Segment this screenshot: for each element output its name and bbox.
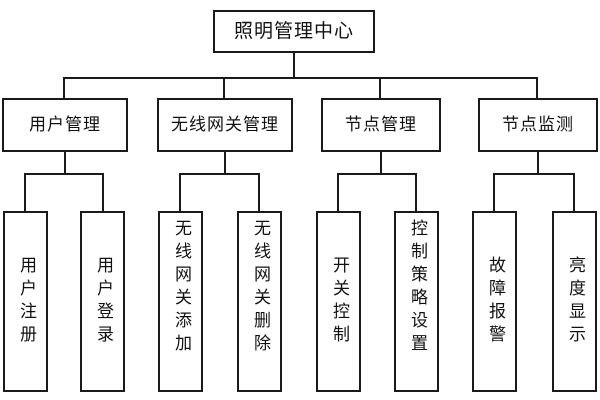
connector-drop-l2-1 <box>223 77 225 99</box>
node-wireless-gateway-delete[interactable]: 无线网关删除 <box>237 211 282 392</box>
connector-bus-group-3 <box>337 173 417 175</box>
node-control-strategy-setting[interactable]: 控制策略设置 <box>394 211 439 392</box>
connector-drop-leaf-0 <box>24 173 26 211</box>
connector-drop-leaf-3 <box>258 173 260 211</box>
connector-drop-leaf-4 <box>337 173 339 211</box>
connector-main-bus <box>63 77 537 79</box>
connector-stem-group-4 <box>537 152 539 175</box>
node-node-management[interactable]: 节点管理 <box>321 98 441 152</box>
node-brightness-display-label: 亮度显示 <box>565 255 585 348</box>
connector-stem-group-1 <box>64 152 66 175</box>
node-fault-alarm-label: 故障报警 <box>485 255 505 348</box>
connector-bus-group-1 <box>24 173 104 175</box>
connector-drop-leaf-7 <box>573 173 575 211</box>
connector-drop-leaf-2 <box>179 173 181 211</box>
node-wireless-gateway-add[interactable]: 无线网关添加 <box>158 211 203 392</box>
connector-drop-l2-0 <box>63 77 65 99</box>
node-switch-control-label: 开关控制 <box>329 255 349 348</box>
connector-stem-group-3 <box>380 152 382 175</box>
node-wireless-gateway-management[interactable]: 无线网关管理 <box>157 98 293 152</box>
node-switch-control[interactable]: 开关控制 <box>316 211 361 392</box>
node-node-monitoring-label: 节点监测 <box>502 114 574 135</box>
node-wireless-gateway-delete-label: 无线网关删除 <box>250 219 270 357</box>
node-user-login-label: 用户登录 <box>93 255 113 348</box>
connector-bus-group-4 <box>493 173 573 175</box>
connector-drop-l2-3 <box>536 77 538 99</box>
node-control-strategy-setting-label: 控制策略设置 <box>407 219 427 357</box>
node-user-login[interactable]: 用户登录 <box>80 211 125 392</box>
node-brightness-display[interactable]: 亮度显示 <box>552 211 597 392</box>
node-user-management[interactable]: 用户管理 <box>2 98 128 152</box>
node-root-label: 照明管理中心 <box>233 20 354 43</box>
node-node-management-label: 节点管理 <box>345 114 417 135</box>
connector-drop-leaf-6 <box>493 173 495 211</box>
node-user-registration-label: 用户注册 <box>16 255 36 348</box>
connector-drop-leaf-5 <box>415 173 417 211</box>
node-wireless-gateway-management-label: 无线网关管理 <box>171 114 279 135</box>
node-wireless-gateway-add-label: 无线网关添加 <box>171 219 191 357</box>
node-root[interactable]: 照明管理中心 <box>213 10 375 53</box>
connector-drop-l2-2 <box>379 77 381 99</box>
node-user-management-label: 用户管理 <box>29 114 101 135</box>
node-user-registration[interactable]: 用户注册 <box>3 211 48 392</box>
connector-stem-group-2 <box>224 152 226 175</box>
node-fault-alarm[interactable]: 故障报警 <box>472 211 517 392</box>
node-node-monitoring[interactable]: 节点监测 <box>478 98 598 152</box>
connector-bus-group-2 <box>179 173 259 175</box>
connector-root-stem <box>293 53 295 78</box>
connector-drop-leaf-1 <box>102 173 104 211</box>
